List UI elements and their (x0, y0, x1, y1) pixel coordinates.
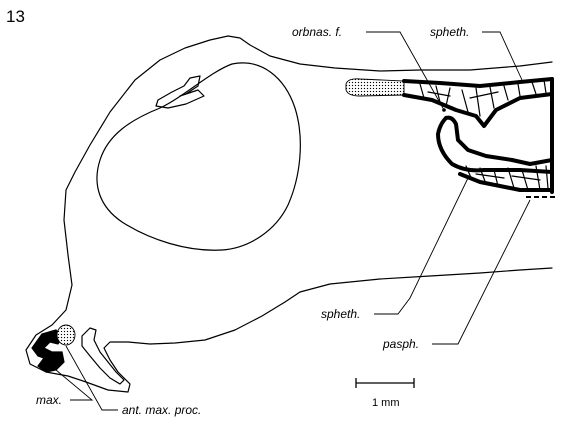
anterior-maxillary-process (57, 325, 75, 345)
maxillary-cartilage (82, 328, 124, 384)
leader-spheth-bottom (374, 178, 468, 314)
leader-spheth-top (482, 32, 522, 80)
label-parasphenoid: pasph. (382, 337, 419, 351)
label-sphenethmoid-bottom: spheth. (321, 307, 360, 321)
label-maxilla: max. (36, 393, 62, 407)
sphenethmoid-lower (446, 118, 552, 164)
label-anterior-maxillary-process: ant. max. proc. (122, 403, 201, 417)
scale-bar-label: 1 mm (372, 397, 400, 409)
leader-orbnas-dot (442, 108, 446, 112)
label-sphenethmoid-top: spheth. (430, 25, 469, 39)
skull-outline (26, 36, 552, 392)
label-orbnas-foramen: orbnas. f. (292, 25, 342, 39)
orbital-fold (156, 76, 204, 108)
figure-number: 13 (6, 7, 25, 26)
stippled-process-orbital (346, 79, 404, 96)
sphenethmoid-upper (404, 79, 552, 86)
scale-bar (356, 378, 414, 388)
